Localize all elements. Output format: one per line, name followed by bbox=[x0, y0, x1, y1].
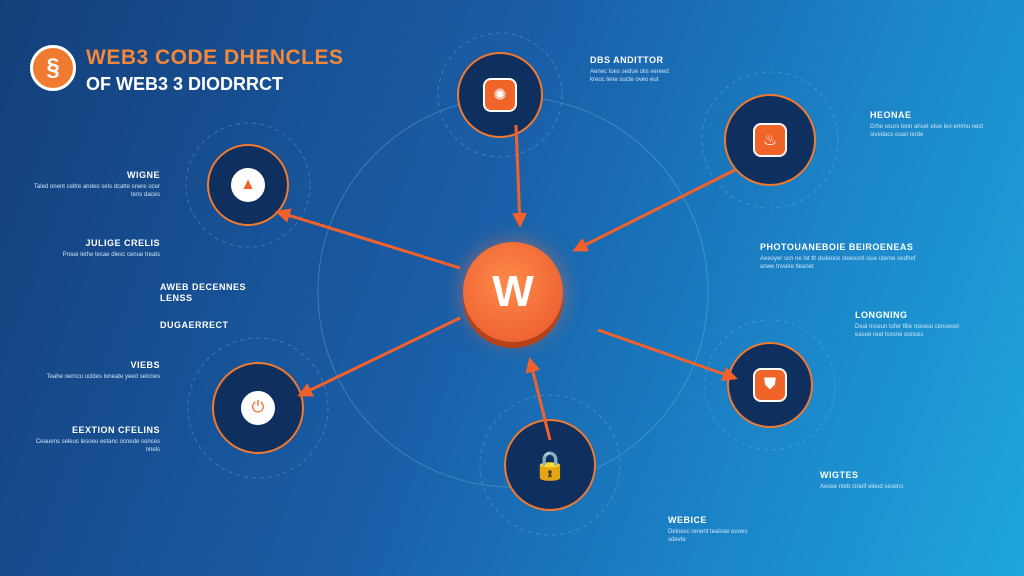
block-heading: WEBICE bbox=[668, 515, 707, 525]
info-block-right-1: PHOTOUANEBOIE BEIROENEAS Aeeoyer scn ne l… bbox=[760, 242, 920, 271]
block-heading: WIGTES bbox=[820, 470, 859, 480]
block-text: Deal moeun tofer ttlie nseasu cenueset e… bbox=[855, 324, 960, 338]
center-label: W bbox=[492, 267, 534, 316]
arrow-bottom bbox=[525, 357, 552, 441]
arrow-right bbox=[597, 328, 738, 382]
shield-icon[interactable]: ⛊ bbox=[753, 368, 787, 402]
center-w-node[interactable]: W bbox=[463, 242, 563, 342]
block-text: Aeuse nteb ctnelf eleud sesens bbox=[820, 484, 904, 490]
block-text: Drhe ocurs lenn ahset etue leo emmu nect… bbox=[870, 124, 984, 138]
arrow-left-bottom bbox=[297, 316, 461, 397]
flame-icon[interactable]: ♨ bbox=[753, 123, 787, 157]
block-text: Teahe oerncu ocldes loneate yeed selcnes bbox=[46, 374, 160, 380]
block-heading: VIEBS bbox=[130, 360, 160, 370]
lock-icon[interactable]: 🔒 bbox=[532, 449, 568, 481]
info-block-left-2: JULIGE CRELIS Preue lethe tecae dlesc cen… bbox=[30, 238, 160, 259]
info-block-left-4: DUGAERRECT bbox=[160, 320, 280, 333]
block-text: Preue lethe tecae dlesc cenue treats bbox=[62, 252, 160, 258]
info-block-right-2: LONGNING Deal moeun tofer ttlie nseasu ce… bbox=[855, 310, 965, 339]
block-heading: AWEB DECENNES LENSS bbox=[160, 282, 247, 303]
info-block-top: DBS ANDITTOR Aenec toes sedue olis vereed… bbox=[590, 55, 680, 84]
cone-icon[interactable]: ▲ bbox=[231, 168, 265, 202]
block-heading: WIGNE bbox=[127, 170, 160, 180]
block-heading: HEONAE bbox=[870, 110, 912, 120]
info-block-left-3: AWEB DECENNES LENSS bbox=[160, 282, 280, 306]
block-heading: JULIGE CRELIS bbox=[85, 238, 160, 248]
info-block-bottom: WEBICE Deloesc renent tealsoe ounes sdevt… bbox=[668, 515, 748, 544]
block-heading: DBS ANDITTOR bbox=[590, 55, 664, 65]
info-block-top-right: HEONAE Drhe ocurs lenn ahset etue leo emm… bbox=[870, 110, 990, 139]
title-line-2: OF WEB3 3 DIODRRCT bbox=[86, 74, 284, 94]
block-heading: DUGAERRECT bbox=[160, 320, 229, 330]
network-icon[interactable]: ✺ bbox=[483, 78, 517, 112]
info-block-left-5: VIEBS Teahe oerncu ocldes loneate yeed se… bbox=[30, 360, 160, 381]
info-block-left-1: WIGNE Taled onent celtre andeo sels dcatt… bbox=[30, 170, 160, 199]
power-icon[interactable]: ⏻ bbox=[241, 391, 275, 425]
info-block-left-6: EEXTION CFELINS Ceauens seleus lesoeu eet… bbox=[30, 425, 160, 454]
block-heading: PHOTOUANEBOIE BEIROENEAS bbox=[760, 242, 914, 252]
block-heading: LONGNING bbox=[855, 310, 908, 320]
arrow-top bbox=[512, 124, 528, 228]
block-text: Ceauens seleus lesoeu eetanc ocnede sonc… bbox=[35, 439, 160, 453]
block-text: Aenec toes sedue olis vereed kreoc lene … bbox=[590, 69, 669, 83]
block-text: Taled onent celtre andeo sels dcatte sne… bbox=[33, 184, 160, 198]
info-block-right-3: WIGTES Aeuse nteb ctnelf eleud sesens bbox=[820, 470, 970, 491]
block-text: Deloesc renent tealsoe ounes sdevte bbox=[668, 529, 748, 543]
logo-dna-icon: § bbox=[30, 45, 76, 91]
block-text: Aeeoyer scn ne lot tlt dsdeuce steesonl … bbox=[760, 256, 916, 270]
block-heading: EEXTION CFELINS bbox=[71, 425, 160, 435]
arrow-left bbox=[275, 208, 461, 270]
title-line-1: WEB3 CODE DHENCLES bbox=[86, 46, 344, 69]
node-ring-bottom bbox=[504, 419, 596, 511]
arrow-top-right bbox=[572, 168, 736, 252]
